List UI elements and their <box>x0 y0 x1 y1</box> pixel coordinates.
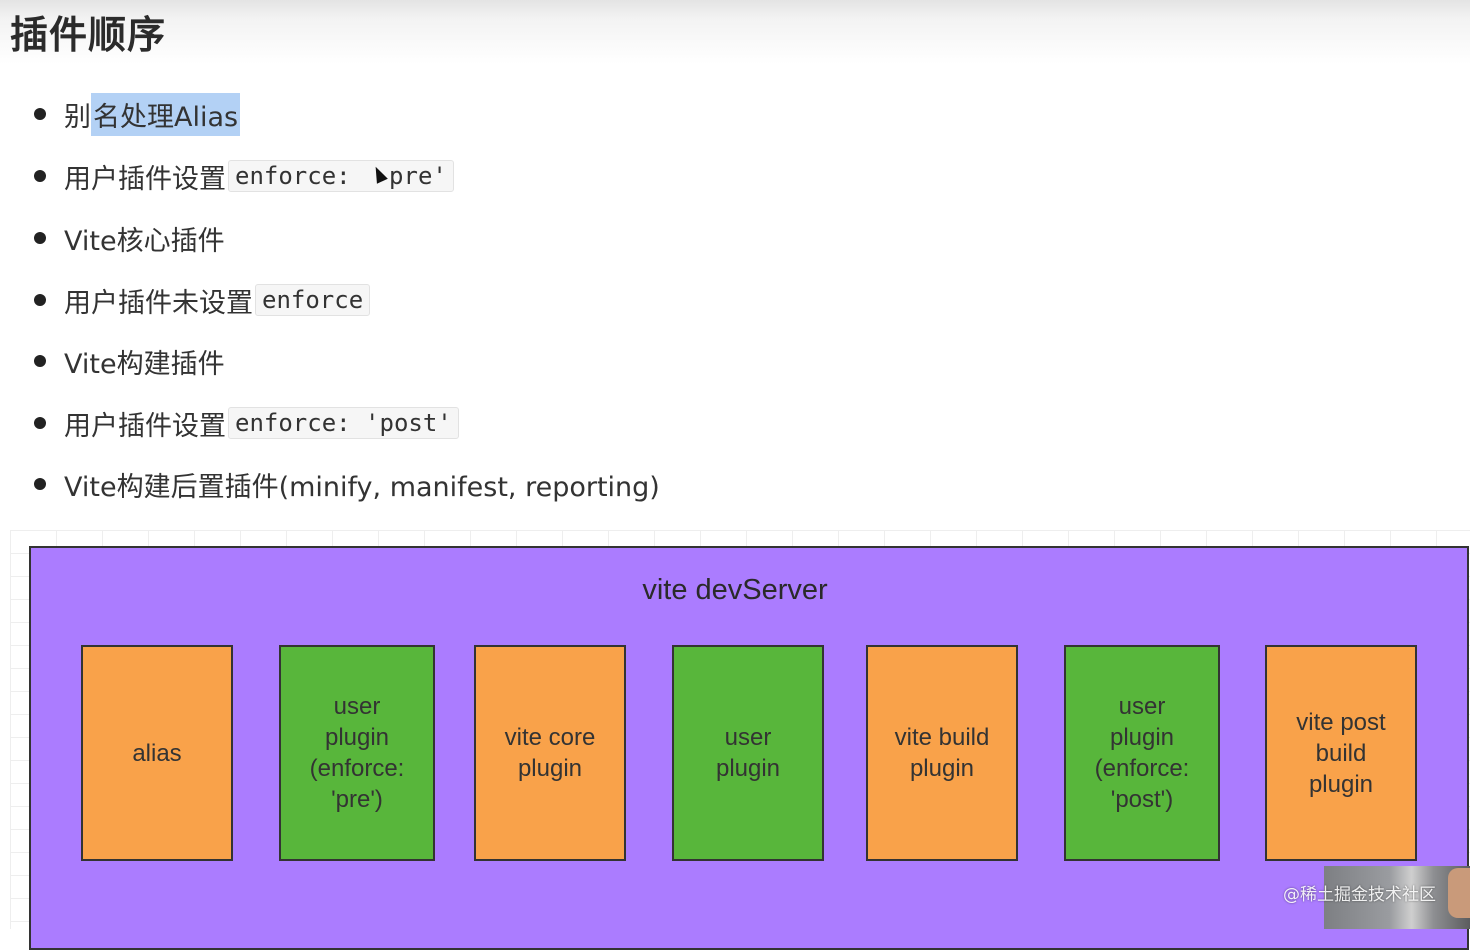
list-item-text-plain: 用户插件设置 <box>64 410 226 442</box>
plugin-box-label-line: alias <box>132 739 182 767</box>
plugin-box-7: vite post build plugin <box>1265 645 1417 861</box>
bullet-dot-icon <box>34 294 46 306</box>
list-item-user-post: 用户插件设置 enforce: 'post' <box>0 403 900 443</box>
plugin-box-2: user plugin (enforce: 'pre') <box>279 645 435 861</box>
plugin-box-label-line: user <box>333 693 381 720</box>
plugin-box-label-line: user <box>724 724 772 751</box>
plugin-box-1: alias <box>81 645 233 861</box>
watermark: @稀土掘金技术社区 <box>1283 885 1436 905</box>
plugin-box-label: user plugin <box>716 722 780 784</box>
selected-text-highlight[interactable]: 名处理Alias <box>91 92 241 136</box>
bullet-dot-icon <box>34 108 46 120</box>
plugin-box-label: vite post build plugin <box>1296 707 1385 800</box>
list-item-text-plain: 用户插件设置 <box>64 163 226 195</box>
list-item-vite-core: Vite核心插件 <box>0 218 900 258</box>
plugin-box-label-line: (enforce: <box>309 755 405 782</box>
plugin-box-label: vite core plugin <box>505 722 596 784</box>
page-title: 插件顺序 <box>10 13 167 57</box>
plugin-box-label-line: plugin <box>1308 770 1374 798</box>
plugin-box-label-line: user <box>1118 693 1166 720</box>
inline-code: enforce <box>255 284 371 316</box>
plugin-box-label-line: (enforce: <box>1094 755 1190 782</box>
plugin-box-label-line: vite build <box>894 724 990 751</box>
inline-code-part: enforce: <box>235 162 366 190</box>
plugin-box-label-line: plugin <box>1109 724 1175 751</box>
plugin-box-label-line: vite core <box>504 724 596 751</box>
plugin-box-label: user plugin (enforce: 'pre') <box>310 691 405 815</box>
list-item-text: 用户插件未设置 enforce <box>64 281 371 320</box>
list-item-text: 别名处理Alias <box>64 92 241 136</box>
list-item-text-plain: 别 <box>64 101 91 133</box>
plugin-box-label-line: vite post <box>1296 708 1386 736</box>
plugin-box-4: user plugin <box>672 645 824 861</box>
list-item-text-plain: 用户插件未设置 <box>64 287 253 319</box>
list-item-text: 用户插件设置 enforce: pre' <box>64 157 454 196</box>
plugin-box-3: vite core plugin <box>474 645 626 861</box>
inline-code-part: pre' <box>389 162 447 190</box>
plugin-box-label-line: plugin <box>324 724 390 751</box>
list-item-vite-post-build: Vite构建后置插件(minify, manifest, reporting) <box>0 464 900 504</box>
plugin-box-5: vite build plugin <box>866 645 1018 861</box>
plugin-box-label-line: 'post') <box>1110 786 1174 813</box>
plugin-box-label-line: build <box>1315 739 1367 767</box>
diagram-title: vite devServer <box>642 574 828 606</box>
list-item-text: Vite构建后置插件(minify, manifest, reporting) <box>64 471 660 503</box>
plugin-box-label: user plugin (enforce: 'post') <box>1095 691 1190 815</box>
plugin-box-label-line: plugin <box>517 755 583 782</box>
plugin-box-label-line: plugin <box>715 755 781 782</box>
plugin-box-label-line: plugin <box>909 755 975 782</box>
list-item-vite-build: Vite构建插件 <box>0 341 900 381</box>
bullet-dot-icon <box>34 417 46 429</box>
mouse-cursor-icon <box>370 164 388 184</box>
inline-code: enforce: 'post' <box>228 407 459 439</box>
list-item-text: Vite核心插件 <box>64 225 225 257</box>
plugin-box-label-line: 'pre') <box>331 786 383 813</box>
bullet-dot-icon <box>34 170 46 182</box>
plugin-box-label: vite build plugin <box>895 722 990 784</box>
plugin-box-6: user plugin (enforce: 'post') <box>1064 645 1220 861</box>
list-item-user-pre: 用户插件设置 enforce: pre' <box>0 156 900 196</box>
list-item-text: 用户插件设置 enforce: 'post' <box>64 404 459 443</box>
bullet-dot-icon <box>34 232 46 244</box>
list-item-user-normal: 用户插件未设置 enforce <box>0 280 900 320</box>
bullet-dot-icon <box>34 355 46 367</box>
inline-code: enforce: pre' <box>228 160 454 192</box>
presenter-video-thumbnail <box>1324 866 1470 929</box>
title-bar <box>0 0 1470 64</box>
list-item-alias: 别名处理Alias <box>0 92 900 136</box>
plugin-box-label: alias <box>132 738 181 769</box>
list-item-text: Vite构建插件 <box>64 348 225 380</box>
bullet-dot-icon <box>34 478 46 490</box>
presenter-face <box>1448 868 1470 918</box>
